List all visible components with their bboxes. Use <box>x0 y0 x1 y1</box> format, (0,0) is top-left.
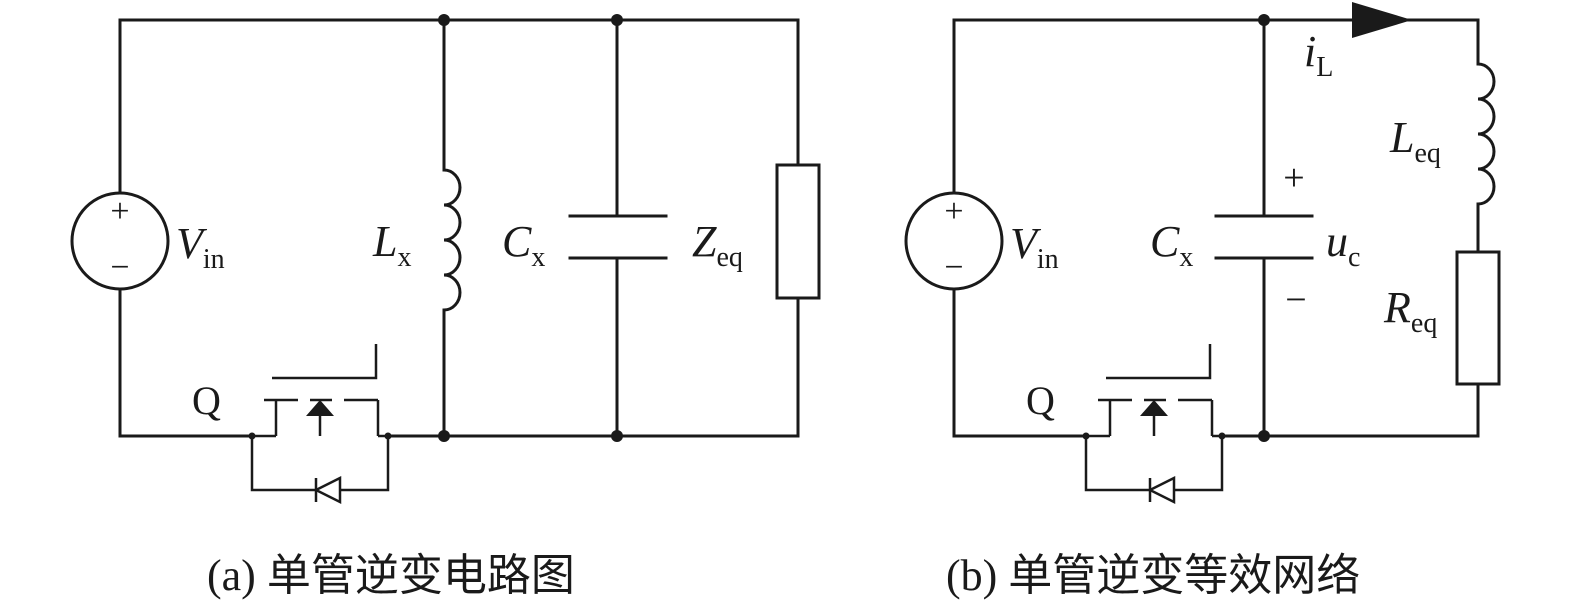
a-capacitor-label: Cx <box>502 217 545 273</box>
b-capacitor <box>1214 214 1314 260</box>
a-caption: (a) 单管逆变电路图 <box>207 551 575 600</box>
b-current-label: iL <box>1304 27 1333 83</box>
b-junction <box>1258 14 1270 26</box>
a-junction <box>438 430 450 442</box>
b-switch-label: Q <box>1026 378 1055 423</box>
a-capacitor <box>568 214 668 260</box>
a-voltage-source <box>70 191 170 291</box>
b-resistor <box>1455 250 1501 386</box>
a-load-impedance <box>775 163 821 300</box>
a-inductor <box>442 168 462 312</box>
b-source-minus: − <box>944 249 963 286</box>
b-cap-voltage-label: uc <box>1326 217 1360 273</box>
a-load-label: Zeq <box>692 217 743 273</box>
b-inductor-label: Leq <box>1389 113 1441 169</box>
circuit-a: + − <box>70 14 821 600</box>
b-resistor-label: Req <box>1383 283 1437 339</box>
b-source-label: Vin <box>1010 219 1059 275</box>
a-source-minus: − <box>110 249 129 286</box>
b-source-plus: + <box>944 193 963 230</box>
b-voltage-source <box>904 191 1004 291</box>
a-junction <box>611 430 623 442</box>
b-mosfet <box>1082 344 1226 440</box>
b-current-arrow <box>1352 2 1412 38</box>
a-switch-label: Q <box>192 378 221 423</box>
b-cap-plus: + <box>1283 157 1304 199</box>
b-caption: (b) 单管逆变等效网络 <box>946 551 1360 600</box>
b-inductor <box>1476 62 1496 206</box>
b-junction <box>1258 430 1270 442</box>
a-source-plus: + <box>110 193 129 230</box>
a-body-diode <box>250 436 390 505</box>
circuit-b: + − Vin Q <box>904 2 1501 600</box>
b-cap-minus: − <box>1285 279 1306 321</box>
a-junction <box>611 14 623 26</box>
a-inductor-label: Lx <box>372 217 411 273</box>
b-body-diode <box>1084 436 1224 505</box>
a-junction <box>438 14 450 26</box>
a-mosfet <box>248 344 392 440</box>
b-capacitor-label: Cx <box>1150 217 1193 273</box>
a-source-label: Vin <box>176 219 225 275</box>
